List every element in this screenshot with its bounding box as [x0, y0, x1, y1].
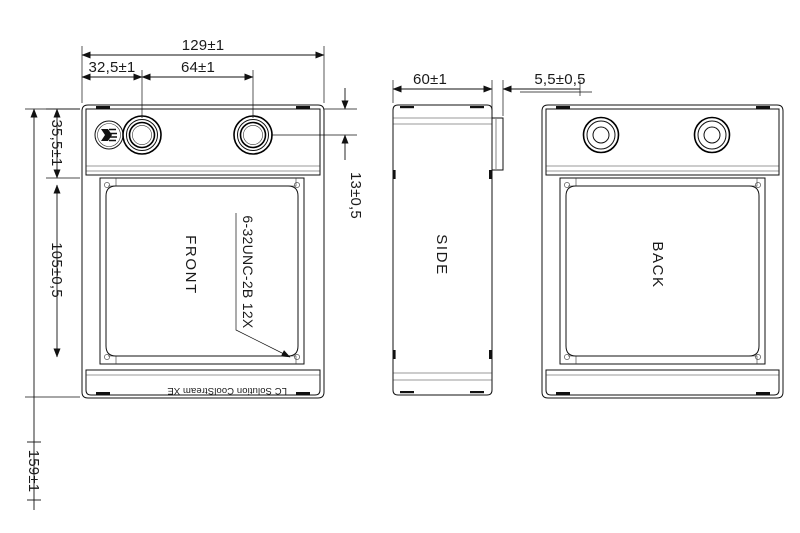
side-bottom-nub-right [470, 391, 484, 394]
back-mount-inner-radius [565, 185, 760, 357]
back-port-left [582, 116, 620, 154]
callout-thread-leader [235, 213, 291, 358]
side-edge-tick-br [489, 350, 492, 359]
dim-port-spacing: 64±1 [181, 59, 215, 76]
side-port-tab [491, 117, 504, 171]
dim-mount-height: 105±0,5 [48, 242, 65, 298]
dim-port-center-height: 13±0,5 [347, 172, 364, 219]
back-top-nub-left [556, 106, 570, 109]
front-brand-text: LC Solution CoolStream XE [167, 385, 287, 396]
back-screw-hole-br [755, 354, 761, 360]
callout-thread-spec: 6-32UNC-2B 12X [240, 215, 256, 328]
front-brand-strip [85, 369, 321, 396]
back-port-right [693, 116, 731, 154]
view-label-back: BACK [649, 241, 666, 288]
back-port-band [545, 108, 780, 176]
view-back: BACK [541, 104, 784, 399]
back-bottom-nub-right [756, 392, 770, 395]
back-top-nub-right [756, 106, 770, 109]
back-bottom-nub-left [556, 392, 570, 395]
front-dimensions: 129±1 32,5±1 64±1 35,5±1 105±0,5 159±1 1… [25, 37, 364, 510]
front-top-nub-right [296, 106, 310, 109]
front-mount-corner-notches [108, 178, 297, 364]
side-top-nub-right [470, 106, 484, 109]
front-screw-hole-tl [104, 182, 110, 188]
side-body-outline [392, 104, 493, 396]
front-top-nub-left [96, 106, 110, 109]
front-body-outline [81, 104, 325, 399]
back-bottom-strip [545, 369, 780, 396]
front-mount-frame [99, 177, 305, 365]
side-dimensions: 60±1 5,5±0,5 [392, 71, 592, 116]
front-screw-hole-tr [294, 182, 300, 188]
side-edge-tick-tl [393, 170, 396, 179]
front-bottom-nub-right [296, 392, 310, 395]
side-edge-tick-tr [489, 170, 492, 179]
dim-depth: 60±1 [413, 71, 447, 88]
lc-solution-logo [94, 120, 124, 150]
front-screw-hole-bl [104, 354, 110, 360]
back-mount-frame [559, 177, 766, 365]
back-screw-hole-tr [755, 182, 761, 188]
front-port-band [85, 108, 321, 176]
view-label-side: SIDE [433, 234, 450, 275]
view-front: LC Solution CoolStream XE FRONT 6-32UNC-… [81, 104, 325, 399]
side-top-nub-left [400, 106, 414, 109]
side-edge-tick-bl [393, 350, 396, 359]
dim-overall-height: 159±1 [25, 450, 42, 493]
front-port-left [122, 115, 162, 155]
dim-port-offset-left: 32,5±1 [89, 59, 136, 76]
front-mount-inner-radius [105, 185, 299, 357]
dim-tab-thickness: 5,5±0,5 [534, 71, 585, 88]
back-screw-hole-tl [564, 182, 570, 188]
back-screw-hole-bl [564, 354, 570, 360]
back-body-outline [541, 104, 784, 399]
front-screw-hole-br [294, 354, 300, 360]
view-label-front: FRONT [182, 235, 199, 295]
side-bottom-nub-left [400, 391, 414, 394]
dim-overall-width: 129±1 [182, 37, 225, 54]
front-bottom-nub-left [96, 392, 110, 395]
front-port-right [233, 115, 273, 155]
view-side: SIDE [392, 104, 504, 396]
dim-top-band-height: 35,5±1 [48, 120, 65, 167]
